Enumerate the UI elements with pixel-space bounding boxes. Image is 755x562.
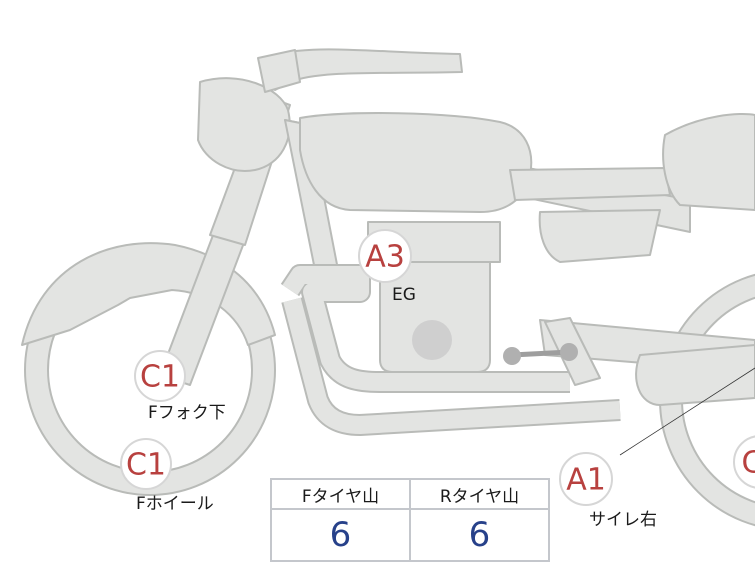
fuel-tank [299,112,533,213]
tire-depth-value-row: 6 6 [270,508,550,562]
seat [509,167,671,201]
muffler [635,344,755,406]
rear-tire-depth-header: Rタイヤ山 [409,478,550,510]
marker-a3-label: EG [392,285,416,305]
tire-depth-header-row: Fタイヤ山 Rタイヤ山 [270,478,550,510]
marker-c1-wheel[interactable]: C1 Fホイール [120,438,214,514]
footpeg [503,343,578,365]
side-cover [538,209,661,263]
tire-depth-table: Fタイヤ山 Rタイヤ山 6 6 [270,478,550,562]
handlebar-clamp [257,49,301,93]
marker-a3[interactable]: A3 EG [358,229,416,305]
marker-a1-label: サイレ右 [589,510,657,530]
handlebar [259,48,463,91]
rear-tire-depth-value[interactable]: 6 [409,508,550,562]
marker-c1-fork-label: Fフォク下 [148,403,226,423]
headlight [197,77,291,172]
marker-a1[interactable]: A1 サイレ右 [559,452,657,530]
marker-c1-wheel-code: C1 [126,448,166,483]
marker-c-partial[interactable]: C [733,435,755,489]
marker-c1-fork[interactable]: C1 Fフォク下 [134,350,226,423]
exhaust-pipe-upper-fill [282,266,570,391]
front-tire-depth-header: Fタイヤ山 [270,478,411,510]
marker-a1-code: A1 [566,463,606,498]
front-tire-depth-value[interactable]: 6 [270,508,411,562]
marker-a3-code: A3 [365,240,405,275]
marker-c-partial-code: C [742,446,755,481]
exhaust-pipe-lower-fill [283,297,621,434]
marker-c1-fork-code: C1 [140,360,180,395]
leader-line [619,367,755,456]
marker-c1-wheel-label: Fホイール [136,494,214,514]
rear-frame [662,113,755,211]
